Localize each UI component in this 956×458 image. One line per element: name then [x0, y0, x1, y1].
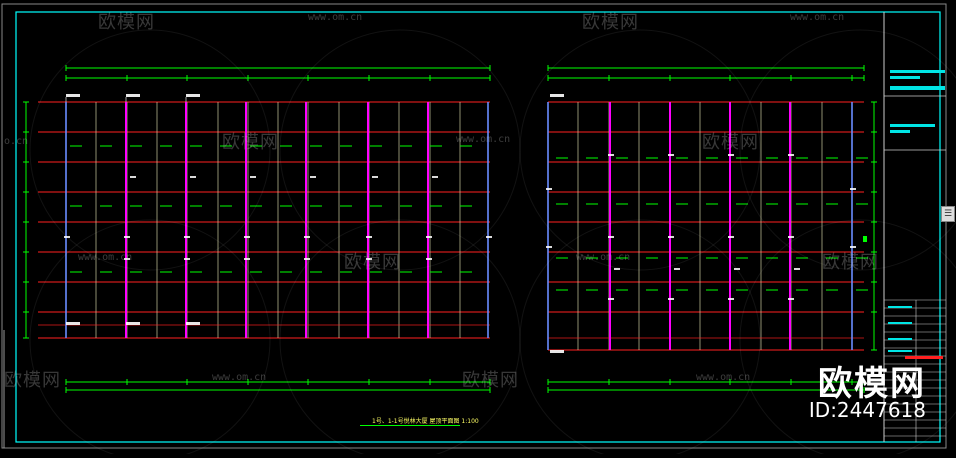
- annotation-mark: [250, 176, 256, 178]
- callout-label: [126, 94, 140, 97]
- annotation-mark: [850, 246, 856, 248]
- annotation-mark: [728, 154, 734, 156]
- annotation-mark: [190, 176, 196, 178]
- annotation-mark: [130, 176, 136, 178]
- title-block-text: [888, 306, 912, 308]
- title-block-stamp: [905, 356, 943, 359]
- watermark-circle: [519, 29, 761, 271]
- annotation-mark: [372, 176, 378, 178]
- callout-label: [550, 94, 564, 97]
- annotation-mark: [734, 268, 740, 270]
- annotation-mark: [614, 268, 620, 270]
- callout-label: [66, 94, 80, 97]
- drawing-border: [15, 11, 941, 443]
- title-block-text: [888, 350, 912, 352]
- annotation-mark: [850, 188, 856, 190]
- annotation-mark: [184, 258, 190, 260]
- title-underline: [360, 425, 460, 426]
- beam-lines: [65, 102, 853, 350]
- title-block-text: [888, 322, 912, 324]
- annotation-mark: [674, 268, 680, 270]
- annotation-mark: [64, 236, 70, 238]
- annotation-mark: [304, 236, 310, 238]
- annotation-mark: [486, 236, 492, 238]
- title-block-text: [890, 124, 935, 127]
- annotation-mark: [608, 298, 614, 300]
- watermark-circle: [739, 219, 956, 458]
- drawing-title: 1号、1-1号悦林大厦 屋顶平面图 1:100: [372, 418, 479, 425]
- callout-label: [186, 94, 200, 97]
- annotation-mark: [366, 258, 372, 260]
- annotation-mark: [432, 176, 438, 178]
- annotation-mark: [668, 298, 674, 300]
- annotation-mark: [608, 154, 614, 156]
- section-marker: [863, 236, 867, 242]
- watermark-circle: [29, 219, 271, 458]
- annotation-mark: [546, 188, 552, 190]
- annotation-mark: [728, 236, 734, 238]
- title-block: [884, 70, 946, 442]
- annotation-mark: [244, 236, 250, 238]
- watermark-circles: [29, 29, 956, 458]
- annotation-mark: [546, 246, 552, 248]
- drawing-frame: [1, 3, 947, 449]
- outer-border: [1, 3, 947, 449]
- title-block-text: [890, 70, 945, 73]
- dimension-lines: [23, 65, 877, 393]
- callout-label: [66, 322, 80, 325]
- brand-logo-text: 欧模网: [818, 364, 926, 404]
- title-block-text: [888, 338, 912, 340]
- bookmark-icon[interactable]: ☰: [941, 206, 955, 222]
- watermark-circle: [279, 29, 521, 271]
- annotation-mark: [310, 176, 316, 178]
- annotation-mark: [366, 236, 372, 238]
- annotation-mark: [608, 236, 614, 238]
- callout-label: [126, 322, 140, 325]
- title-block-text: [890, 130, 910, 133]
- title-block-text: [890, 86, 945, 90]
- callout-label: [550, 350, 564, 353]
- annotation-mark: [304, 258, 310, 260]
- watermark-circle: [519, 219, 761, 458]
- annotation-mark: [668, 154, 674, 156]
- annotation-mark: [124, 258, 130, 260]
- annotation-mark: [426, 258, 432, 260]
- watermark-circle: [279, 219, 521, 458]
- annotation-mark: [124, 236, 130, 238]
- annotation-mark: [426, 236, 432, 238]
- annotation-mark: [668, 236, 674, 238]
- annotation-mark: [788, 298, 794, 300]
- title-block-text: [890, 76, 920, 79]
- annotation-mark: [788, 154, 794, 156]
- callout-label: [186, 322, 200, 325]
- annotation-mark: [184, 236, 190, 238]
- annotation-marks: [64, 94, 867, 353]
- annotation-mark: [794, 268, 800, 270]
- watermark-circle: [739, 29, 956, 271]
- annotation-mark: [788, 236, 794, 238]
- annotation-mark: [728, 298, 734, 300]
- resource-id: ID:2447618: [808, 398, 926, 422]
- annotation-mark: [244, 258, 250, 260]
- watermark-circle: [29, 29, 271, 271]
